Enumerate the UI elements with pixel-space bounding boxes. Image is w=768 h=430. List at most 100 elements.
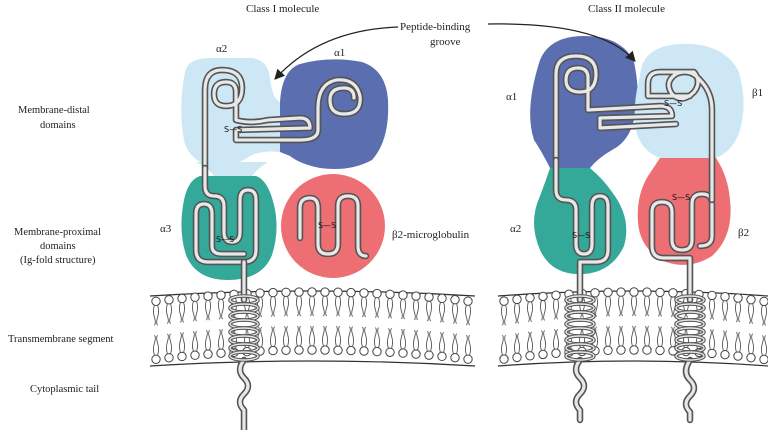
lipid-tail	[621, 295, 625, 317]
lipid-tail	[377, 297, 381, 318]
lipid-head	[538, 291, 548, 302]
lipid-head	[268, 287, 278, 298]
lipid-head	[164, 295, 174, 305]
lipid-head	[655, 287, 665, 298]
lipid-tail	[217, 328, 221, 350]
groove-arrow-right	[487, 23, 636, 62]
lipid-tail	[429, 330, 433, 352]
lipid-head	[190, 292, 200, 302]
lipid-head	[398, 348, 408, 358]
lipid-tail	[604, 326, 608, 347]
lipid-tail	[725, 330, 729, 351]
lipid-tail	[725, 300, 729, 321]
lipid-head	[190, 350, 200, 360]
lipid-tail	[178, 302, 182, 323]
lipid-tail	[530, 301, 534, 323]
lipid-tail	[412, 299, 416, 321]
lipid-tail	[321, 325, 325, 347]
lipid-head	[525, 351, 535, 361]
lipid-head	[746, 352, 756, 363]
lipid-head	[450, 294, 460, 305]
lipid-head	[616, 287, 626, 297]
lipid-tail	[682, 297, 686, 318]
lipid-tail	[425, 330, 429, 352]
lipid-head	[450, 352, 460, 363]
lipid-tail	[595, 296, 599, 318]
lipid-tail	[347, 296, 351, 317]
lipid-tail	[360, 296, 364, 318]
class2-alpha2-domain	[534, 168, 627, 275]
lipid-head	[411, 349, 421, 359]
lipid-tail	[425, 301, 429, 322]
lipid-tail	[165, 333, 169, 354]
lipid-tail	[552, 299, 556, 320]
lipid-tail	[165, 303, 169, 325]
lipid-tail	[373, 327, 377, 348]
lipid-tail	[334, 325, 338, 347]
lipid-tail	[539, 330, 543, 351]
lipid-tail	[273, 296, 277, 317]
lipid-tail	[608, 326, 612, 347]
lipid-head	[759, 296, 768, 307]
lipid-tail	[747, 303, 751, 324]
lipid-head	[294, 345, 304, 355]
lipid-tail	[412, 329, 416, 351]
lipid-head	[437, 351, 447, 362]
lipid-tail	[530, 331, 534, 352]
lipid-tail	[647, 325, 651, 347]
lipid-head	[177, 293, 187, 304]
lipid-tail	[526, 301, 530, 323]
lipid-tail	[182, 302, 186, 323]
lipid-tail	[195, 330, 199, 352]
lipid-tail	[464, 334, 468, 356]
lipid-tail	[308, 295, 312, 317]
lipid-head	[164, 353, 174, 363]
lipid-tail	[721, 330, 725, 351]
lipid-head	[255, 288, 265, 298]
lipid-tail	[517, 303, 521, 324]
lipid-head	[551, 348, 561, 358]
lipid-tail	[721, 300, 725, 321]
proximal-label-line1: Membrane-proximal	[14, 227, 101, 238]
lipid-tail	[442, 302, 446, 323]
lipid-tail	[364, 326, 368, 348]
lipid-tail	[526, 331, 530, 352]
lipid-tail	[286, 296, 290, 317]
class1-b2m-label: β2-microglobulin	[392, 229, 470, 241]
lipid-head	[385, 289, 395, 299]
lipid-tail	[712, 299, 716, 320]
lipid-tail	[455, 333, 459, 354]
lipid-tail	[282, 325, 286, 347]
lipid-tail	[608, 296, 612, 317]
lipid-head	[359, 346, 369, 356]
lipid-head	[655, 345, 665, 356]
lipid-tail	[760, 335, 764, 356]
lipid-tail	[403, 298, 407, 320]
lipid-head	[551, 290, 561, 300]
lipid-head	[463, 354, 473, 364]
lipid-tail	[338, 296, 342, 317]
lipid-head	[372, 346, 382, 357]
lipid-tail	[195, 301, 199, 322]
lipid-head	[538, 349, 548, 360]
lipid-head	[463, 296, 473, 306]
lipid-tail	[347, 326, 351, 347]
lipid-tail	[360, 326, 364, 348]
lipid-head	[437, 293, 447, 304]
lipid-head	[629, 345, 639, 355]
lipid-tail	[221, 299, 225, 320]
lipid-tail	[260, 326, 264, 348]
lipid-tail	[517, 333, 521, 354]
groove-label-line1: Peptide-binding	[400, 21, 471, 33]
lipid-tail	[156, 305, 160, 326]
lipid-tail	[217, 299, 221, 320]
lipid-tail	[282, 296, 286, 317]
lipid-tail	[416, 329, 420, 351]
lipid-tail	[169, 303, 173, 325]
class2-beta1-label: β1	[752, 87, 763, 99]
distal-label-line2: domains	[40, 120, 76, 131]
lipid-head	[411, 291, 421, 301]
lipid-tail	[295, 295, 299, 317]
lipid-tail	[660, 296, 664, 317]
class2-molecule: S—S S—S S—S α1 β1 α2 β2	[506, 36, 763, 424]
